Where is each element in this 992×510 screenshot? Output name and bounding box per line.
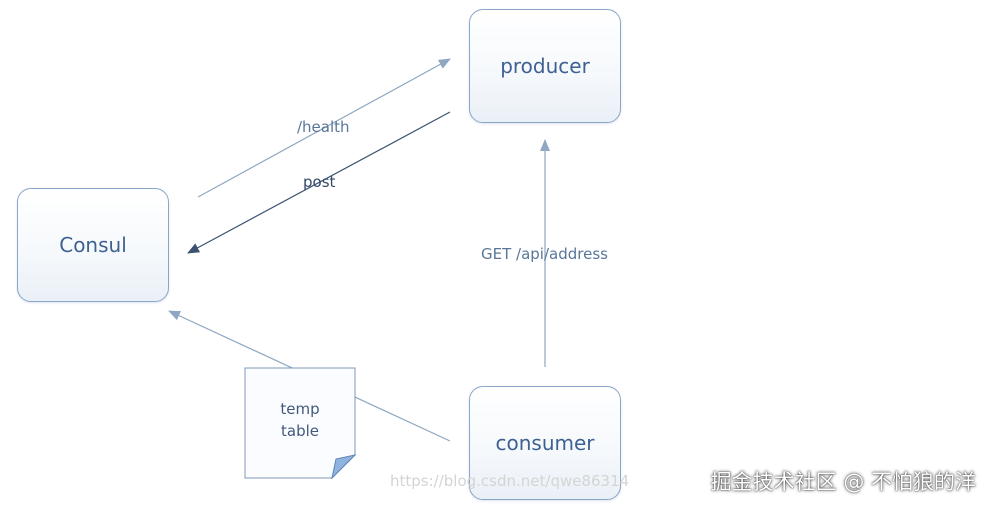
health-arrow	[197, 58, 451, 198]
brand-watermark: 掘金技术社区 @ 不怕狼的洋	[710, 470, 976, 494]
note-shape	[244, 367, 356, 479]
producer-node[interactable]: producer	[469, 9, 621, 123]
consumer-node[interactable]: consumer	[469, 386, 621, 500]
note-text: temp table	[244, 398, 356, 442]
post-arrow	[187, 111, 451, 254]
health-label: /health	[297, 118, 350, 136]
note-line-2: table	[281, 422, 319, 440]
get-address-label: GET /api/address	[481, 245, 608, 263]
consul-label: Consul	[59, 233, 127, 257]
watermark: https://blog.csdn.net/qwe86314	[390, 472, 630, 490]
note-line-1: temp	[280, 400, 320, 418]
consul-node[interactable]: Consul	[17, 188, 169, 302]
producer-label: producer	[500, 54, 590, 78]
post-label: post	[303, 173, 336, 191]
consumer-label: consumer	[495, 431, 595, 455]
